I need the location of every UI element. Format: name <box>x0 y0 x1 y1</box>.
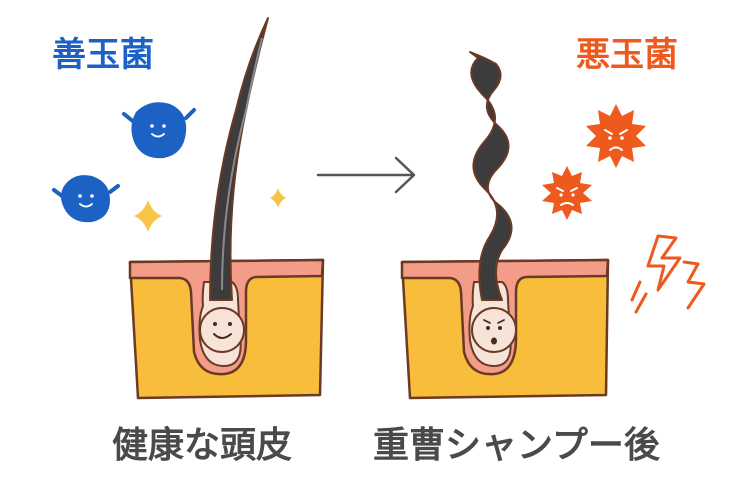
healthy-scalp-diagram <box>128 17 325 400</box>
damaged-scalp-diagram <box>400 51 610 400</box>
sparkle-icon <box>270 188 286 208</box>
sparkle-icon <box>134 200 162 232</box>
angry-spiky-germ-icon <box>586 104 646 168</box>
bad-bacteria-label: 悪玉菌 <box>576 35 678 75</box>
healthy-scalp-caption: 健康な頭皮 <box>112 425 293 466</box>
hair-straight <box>209 17 269 301</box>
hair-bulb-face-worried <box>471 307 517 353</box>
smiling-blob-icon <box>122 102 196 159</box>
hair-bulb-face-happy <box>199 307 245 353</box>
hair-wavy-damaged <box>469 51 513 301</box>
smiling-blob-icon <box>52 175 120 223</box>
lightning-bolt-icon <box>646 234 682 292</box>
angry-spiky-germ-icon <box>542 166 592 220</box>
lightning-bolt-icon <box>682 260 706 310</box>
lightning-bolt-icon <box>630 280 648 314</box>
after-shampoo-caption: 重曹シャンプー後 <box>373 425 660 466</box>
good-bacteria-label: 善玉菌 <box>52 35 154 75</box>
arrow-right-icon <box>316 156 416 194</box>
